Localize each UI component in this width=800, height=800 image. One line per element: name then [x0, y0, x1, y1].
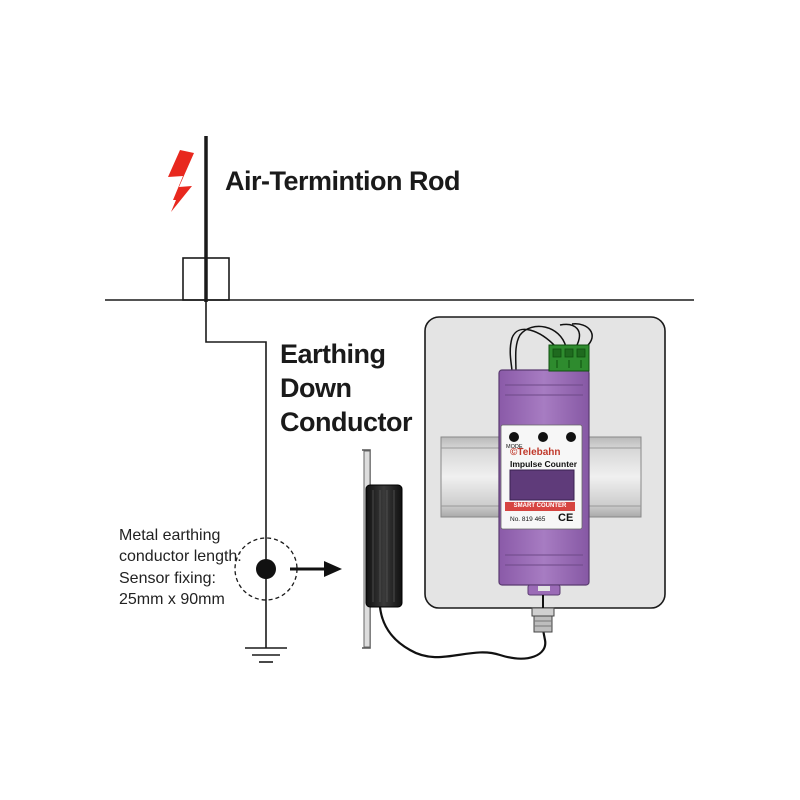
down-conductor-label-line2: Down	[280, 373, 352, 403]
arrow-right-icon	[290, 561, 342, 577]
earth-ground-icon	[245, 647, 287, 663]
sensor-point	[256, 559, 276, 579]
down-conductor-label-line3: Conductor	[280, 407, 412, 437]
device-button-up	[538, 432, 548, 442]
metal-note-line3: Sensor fixing:	[119, 570, 216, 587]
terminal-block	[548, 344, 590, 372]
air-termination-rod-label: Air-Termintion Rod	[225, 166, 460, 196]
ce-mark-icon: CE	[558, 512, 574, 524]
device-number: No. 819 465	[510, 516, 546, 523]
lightning-bolt-icon	[168, 150, 194, 212]
sensor-cable	[378, 606, 547, 660]
device-display	[509, 469, 575, 501]
device-band-label: SMART COUNTER	[505, 502, 575, 511]
metal-note-line1: Metal earthing	[119, 527, 221, 544]
metal-note-line4: 25mm x 90mm	[119, 591, 225, 608]
device-brand-logo: ©Telebahn	[510, 447, 561, 458]
cable-gland	[531, 595, 555, 633]
device-title: Impulse Counter	[510, 459, 578, 469]
device-mode-label: MODE	[506, 444, 523, 450]
down-conductor	[205, 300, 267, 648]
device-button-mode	[509, 432, 519, 442]
device-button-reset	[566, 432, 576, 442]
down-conductor-label-line1: Earthing	[280, 339, 386, 369]
terminal-wires	[509, 323, 593, 373]
sensor-unit	[362, 449, 403, 649]
metal-note-line2: conductor length:	[119, 548, 242, 565]
